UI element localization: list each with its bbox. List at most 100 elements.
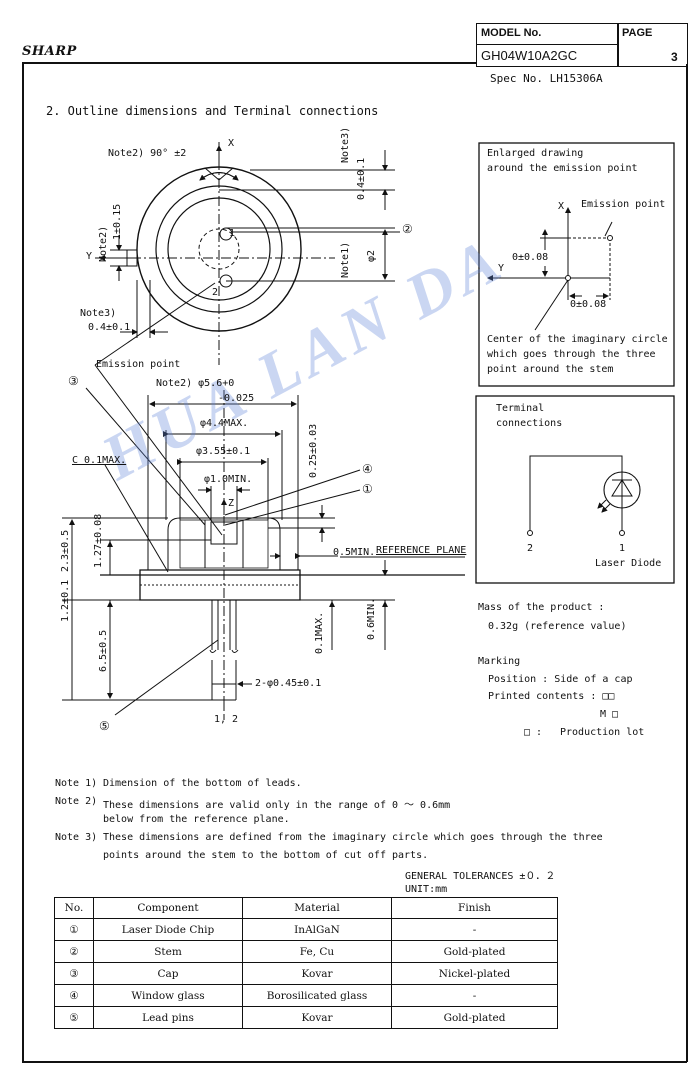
col-no-header: No. [54, 897, 94, 919]
cell-finish: Gold-plated [391, 1006, 558, 1029]
enlarged-title-2: around the emission point [487, 163, 638, 174]
enlarged-tol-y: 0±0.08 [512, 252, 549, 263]
table-row: ⑤ Lead pins Kovar Gold-plated [54, 1006, 558, 1029]
marking-lot: Production lot [560, 727, 645, 738]
cell-no: ④ [54, 984, 94, 1007]
cap-diameter-label: Note2) φ5.6+0 [156, 378, 235, 389]
spec-number: Spec No. LH15306A [490, 72, 603, 85]
callout-5: ⑤ [99, 719, 110, 733]
phi10-label: φ1.0MIN. [204, 474, 253, 485]
col-material-header: Material [242, 897, 392, 919]
x-axis-label: X [228, 138, 235, 149]
note-3-text-cont: points around the stem to the bottom of … [103, 850, 429, 861]
note3-bottom-label: Note3) [80, 308, 117, 319]
note-1-label: Note 1) [55, 778, 98, 789]
y-axis-label: Y [86, 251, 93, 262]
table-row: ③ Cap Kovar Nickel-plated [54, 962, 558, 985]
note-2-text-cont: below from the reference plane. [103, 814, 290, 825]
page-frame-top [22, 62, 477, 64]
reference-plane-label: REFERENCE PLANE [376, 545, 467, 556]
note2-left-label: Note2) [98, 225, 109, 262]
col-component-header: Component [93, 897, 243, 919]
enlarged-desc-2: which goes through the three [487, 349, 656, 360]
cell-component: Lead pins [93, 1006, 243, 1029]
terminal-pin-2: 2 [527, 543, 534, 554]
d06min-label: 0.6MIN. [366, 597, 377, 640]
laser-diode-label: Laser Diode [595, 558, 662, 569]
table-row: ② Stem Fe, Cu Gold-plated [54, 940, 558, 963]
phi44-label: φ4.4MAX. [200, 418, 249, 429]
cell-component: Stem [93, 940, 243, 963]
terminal-title-2: connections [496, 418, 563, 429]
d65-label: 6.5±0.5 [98, 629, 109, 672]
marking-m-line: M □ [600, 709, 619, 720]
note3-top-label: Note3) [340, 126, 351, 163]
note-1-text: Dimension of the bottom of leads. [103, 778, 302, 789]
d23-label: 2.3±0.5 [60, 529, 71, 572]
page-frame-right [686, 64, 688, 1062]
table-row: ① Laser Diode Chip InAlGaN - [54, 918, 558, 941]
marking-lot-symbol: □ : [524, 727, 543, 738]
page-frame-left [22, 62, 24, 1062]
note1-label: Note1) [340, 241, 351, 278]
cell-no: ⑤ [54, 1006, 94, 1029]
note3-top-value: 0.4±0.1 [356, 157, 367, 200]
cell-no: ② [54, 940, 94, 963]
title-block [476, 23, 688, 67]
page-frame-bottom [22, 1061, 687, 1063]
d127-label: 1.27±0.08 [93, 513, 104, 568]
pin-1-label: 1 [229, 228, 236, 239]
cap-diameter-tolerance: -0.025 [218, 393, 255, 404]
col-finish-header: Finish [391, 897, 558, 919]
callout-1: ① [362, 482, 373, 496]
pin-2-label: 2 [212, 287, 219, 298]
mass-value: 0.32g (reference value) [488, 621, 627, 632]
page-value: 3 [671, 50, 678, 64]
enlarged-title-1: Enlarged drawing [487, 148, 584, 159]
enlarged-tol-x: 0±0.08 [570, 299, 607, 310]
title-block-divider-v [617, 23, 619, 67]
marking-label: Marking [478, 656, 521, 667]
d01max-label: 0.1MAX. [314, 611, 325, 654]
enlarged-emission-label: Emission point [581, 199, 666, 210]
cell-material: Kovar [242, 1006, 392, 1029]
marking-position: Position : Side of a cap [488, 674, 633, 685]
mass-label: Mass of the product : [478, 602, 605, 613]
note-3-text: These dimensions are defined from the im… [103, 832, 603, 843]
enlarged-desc-1: Center of the imaginary circle [487, 334, 668, 345]
phi2-label: φ2 [366, 249, 377, 262]
table-header-row: No. Component Material Finish [54, 897, 558, 919]
lead-diameter-label: 2-φ0.45±0.1 [255, 678, 322, 689]
cell-material: Kovar [242, 962, 392, 985]
cell-finish: Nickel-plated [391, 962, 558, 985]
terminal-title-1: Terminal [496, 403, 545, 414]
note2-left-value: 1±0.15 [112, 203, 123, 240]
table-row: ④ Window glass Borosilicated glass - [54, 984, 558, 1007]
cell-material: InAlGaN [242, 918, 392, 941]
cell-finish: - [391, 984, 558, 1007]
general-tolerances: GENERAL TOLERANCES ±０．２ [405, 871, 556, 882]
title-block-divider-h [476, 44, 618, 45]
cell-finish: - [391, 918, 558, 941]
marking-printed: Printed contents : □□ [488, 691, 615, 702]
cell-material: Borosilicated glass [242, 984, 392, 1007]
model-value: GH04W10A2GC [481, 48, 578, 63]
section-title: 2. Outline dimensions and Terminal conne… [46, 104, 379, 118]
d12-label: 1.2±0.1 [60, 579, 71, 622]
sharp-logo: SHARP [22, 44, 77, 59]
parts-table: No. Component Material Finish ① Laser Di… [54, 897, 558, 1029]
note3-bottom-value: 0.4±0.1 [88, 322, 131, 333]
chamfer-label: C 0.1MAX. [72, 455, 127, 466]
unit-label: UNIT:mm [405, 884, 448, 895]
note-2-label: Note 2) [55, 796, 98, 807]
cell-component: Window glass [93, 984, 243, 1007]
cell-component: Laser Diode Chip [93, 918, 243, 941]
callout-3: ③ [68, 374, 79, 388]
page-label: PAGE [622, 27, 653, 39]
d025-label: 0.25±0.03 [308, 423, 319, 478]
note-2-text: These dimensions are valid only in the r… [103, 800, 451, 811]
cell-no: ③ [54, 962, 94, 985]
enlarged-x-label: X [558, 201, 565, 212]
cell-finish: Gold-plated [391, 940, 558, 963]
